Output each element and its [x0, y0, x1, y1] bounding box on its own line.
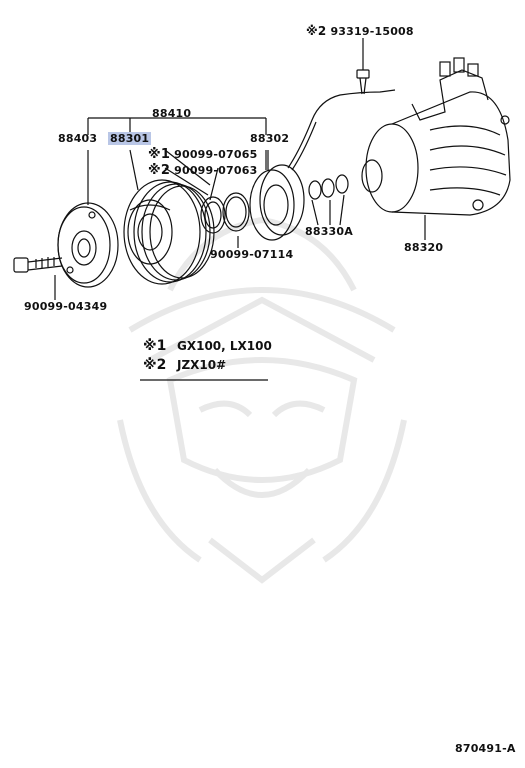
- part-number: 90099-07065: [174, 148, 258, 161]
- note-marker-2: ※2: [148, 163, 171, 178]
- legend-row-2: ※2 JZX10#: [143, 357, 226, 373]
- leader-88301: [129, 149, 139, 191]
- label-snap-ring-2: ※2 90099-07063: [148, 163, 257, 178]
- leader-90099-07065: [164, 149, 211, 186]
- label-shim-set: 88330A: [305, 225, 353, 238]
- label-assembly: 88410: [152, 107, 192, 120]
- snap-ring-part: [200, 196, 226, 234]
- footer-code: 870491-A: [455, 742, 516, 755]
- label-pulley: 88301: [108, 132, 152, 145]
- hub-part: [57, 202, 119, 288]
- part-number: 93319-15008: [330, 25, 414, 38]
- label-bolt: 90099-04349: [24, 300, 108, 313]
- legend-marker: ※1: [143, 338, 167, 354]
- label-snap-ring-1: ※1 90099-07065: [148, 147, 257, 162]
- coil-part: [249, 89, 396, 241]
- label-hub: 88403: [58, 132, 98, 145]
- note-marker-2: ※2: [306, 24, 327, 38]
- legend-text: GX100, LX100: [177, 339, 272, 353]
- compressor-part: [361, 57, 511, 216]
- part-number: 90099-07063: [174, 164, 258, 177]
- pulley-part: [123, 179, 215, 285]
- watermark-logo: [117, 216, 407, 584]
- bolt-part: [13, 257, 63, 273]
- top-bolt-part: [356, 58, 370, 95]
- label-coil: 88302: [250, 132, 290, 145]
- shim-set-part: [308, 174, 349, 200]
- leader-90099-07063: [209, 167, 219, 201]
- legend-text: JZX10#: [177, 358, 227, 372]
- legend-marker: ※2: [143, 357, 167, 373]
- snap-ring-2-part: [222, 192, 250, 232]
- legend-row-1: ※1 GX100, LX100: [143, 338, 272, 354]
- note-marker-1: ※1: [148, 147, 171, 162]
- label-top-bolt: ※2 93319-15008: [306, 24, 414, 38]
- label-compressor: 88320: [404, 241, 444, 254]
- label-snap-ring-3: 90099-07114: [210, 248, 294, 261]
